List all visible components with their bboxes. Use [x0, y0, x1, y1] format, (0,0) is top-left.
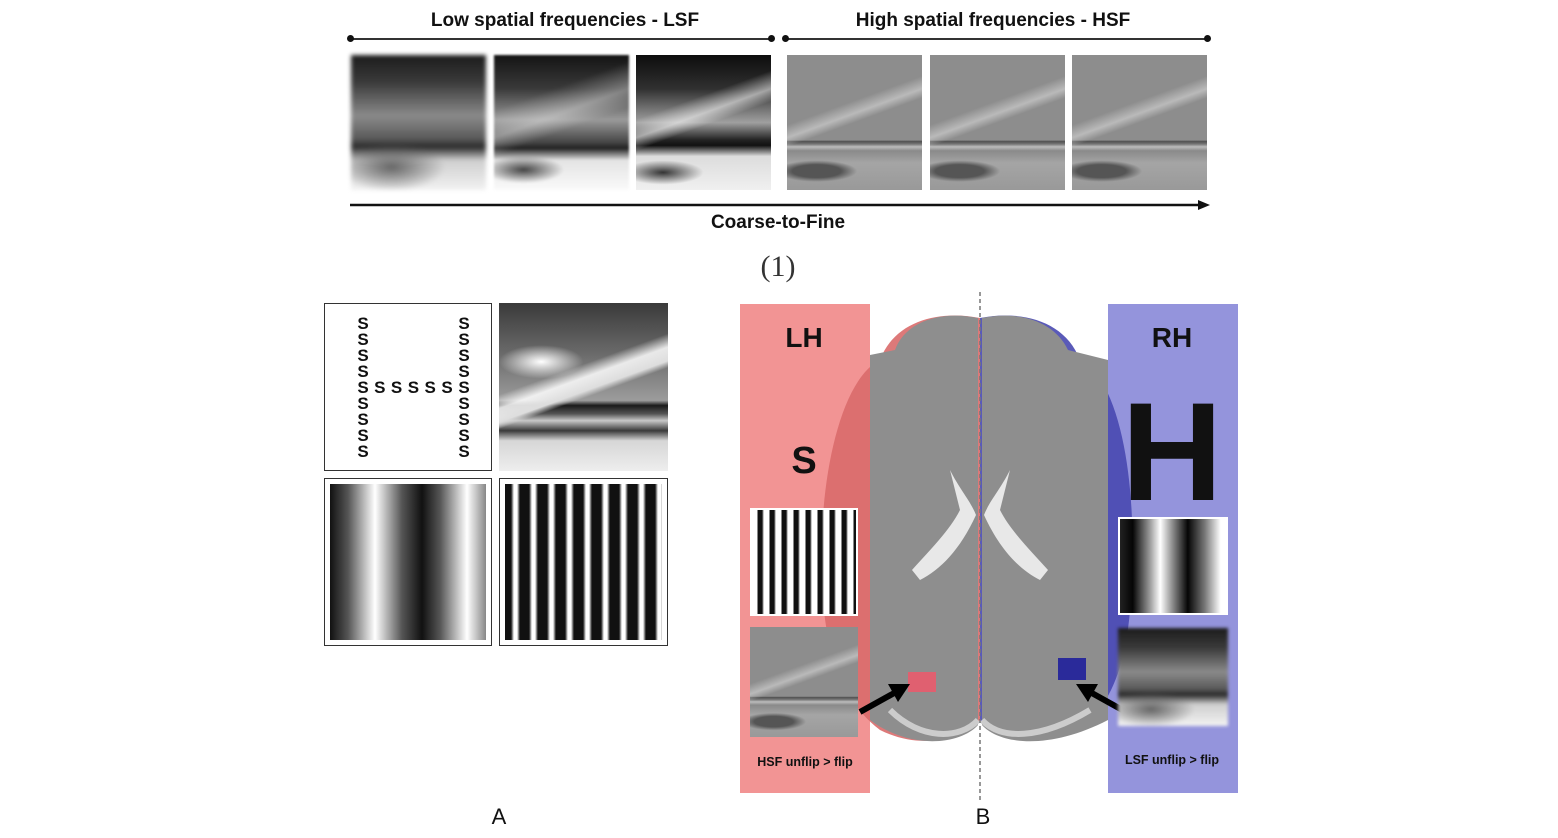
local-letter: S [357, 362, 369, 381]
local-letter: S [424, 378, 436, 397]
local-letter: S [458, 426, 470, 445]
lsf-scene-inset [1118, 628, 1228, 726]
coarse-to-fine-arrow [350, 200, 1210, 210]
local-letter: S [357, 314, 369, 333]
local-letter: S [357, 378, 369, 397]
lsf-image-2 [494, 55, 629, 190]
hsf-bracket-start [782, 35, 789, 42]
local-letter: S [458, 394, 470, 413]
hsf-scene-inset [750, 627, 858, 737]
local-letter: S [458, 314, 470, 333]
global-letter-h: H [1121, 373, 1223, 530]
local-letter: S [458, 378, 470, 397]
coarse-to-fine-label: Coarse-to-Fine [710, 212, 846, 233]
lsf-grating-inset [1118, 517, 1228, 615]
hsf-bracket [786, 38, 1207, 40]
local-letter: S [458, 410, 470, 429]
lsf-image-1 [351, 55, 486, 190]
local-letter: S [441, 378, 453, 397]
local-letter-s: S [791, 440, 817, 482]
local-letter: S [357, 346, 369, 365]
local-letter: S [357, 394, 369, 413]
local-letter: S [458, 346, 470, 365]
local-letter: S [357, 410, 369, 429]
local-letter: S [357, 330, 369, 349]
lsf-bracket [351, 38, 772, 40]
hsf-image-2 [930, 55, 1065, 190]
local-letter: S [458, 362, 470, 381]
high-frequency-grating-box [499, 478, 668, 646]
hsf-bracket-end [1204, 35, 1211, 42]
brain-axial-slice [821, 315, 1133, 742]
lsf-bracket-start [347, 35, 354, 42]
local-letter: S [357, 442, 369, 461]
right-roi [1058, 658, 1086, 680]
left-hemisphere-label: LH [785, 322, 823, 353]
panel-number: (1) [760, 250, 796, 283]
high-frequency-grating [505, 484, 662, 640]
hsf-header: High spatial frequencies - HSF [855, 10, 1131, 31]
local-letter: S [407, 378, 420, 397]
hsf-grating-inset [750, 508, 858, 616]
lsf-header: Low spatial frequencies - LSF [430, 10, 700, 31]
hsf-image-1 [787, 55, 922, 190]
local-letter: S [458, 330, 470, 349]
panel-a-label: A [491, 804, 507, 829]
lsf-bracket-end [768, 35, 775, 42]
beach-scene-image [499, 303, 668, 471]
low-frequency-grating-box [324, 478, 492, 646]
local-letter: S [390, 378, 403, 397]
left-roi-arrow [858, 684, 910, 715]
panel-b-label: B [975, 804, 991, 829]
left-roi [908, 672, 936, 692]
local-letter: S [374, 378, 386, 397]
hsf-image-3 [1072, 55, 1207, 190]
low-frequency-grating [330, 484, 486, 640]
lsf-image-3 [636, 55, 771, 190]
left-caption: HSF unflip > flip [757, 755, 853, 769]
local-letter: S [458, 442, 470, 461]
right-caption: LSF unflip > flip [1124, 753, 1220, 767]
right-hemisphere-label: RH [1151, 322, 1193, 353]
local-letter: S [357, 426, 369, 445]
midline-dashed [979, 292, 981, 802]
